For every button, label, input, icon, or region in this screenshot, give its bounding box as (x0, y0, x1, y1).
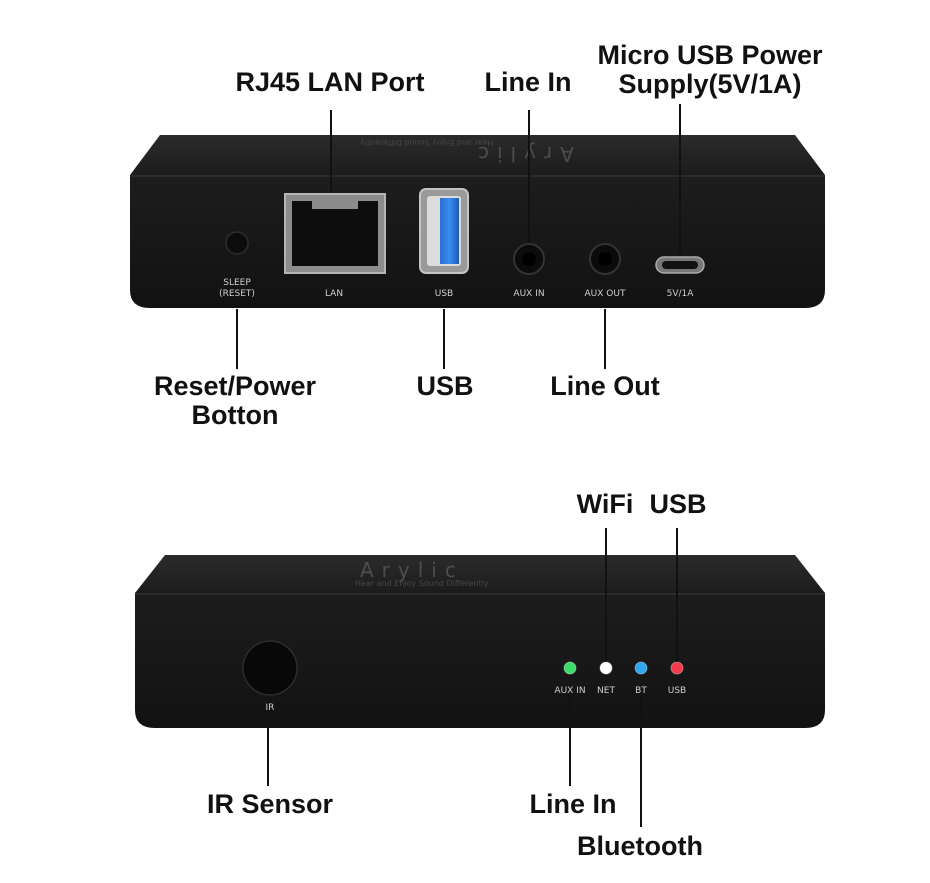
callout-wifi: WiFi (576, 489, 634, 519)
led-usb (670, 661, 684, 675)
callout-line-bluetooth (640, 697, 642, 827)
callout-line-in-top: Line In (484, 67, 572, 97)
reset-label: (RESET) (219, 289, 255, 299)
callout-line-rj45 (330, 110, 332, 192)
callout-line-micro-usb (679, 104, 681, 254)
aux-in-jack (513, 243, 545, 275)
callout-line-usb-top (443, 309, 445, 369)
bottom-brand-tagline: Hear and Enjoy Sound Differently (355, 579, 489, 588)
usb-port-label: USB (434, 289, 454, 299)
usb-port (419, 188, 469, 274)
bottom-brand-logo: Arylic (360, 558, 464, 582)
callout-rj45: RJ45 LAN Port (235, 67, 425, 97)
micro-usb-port (655, 256, 705, 274)
callout-line-ir (267, 714, 269, 786)
callout-line-line-in-bottom (569, 697, 571, 786)
lan-port (284, 193, 386, 274)
callout-line-reset (236, 309, 238, 369)
aux-out-label: AUX OUT (584, 289, 626, 299)
callout-bluetooth: Bluetooth (577, 831, 703, 861)
callout-micro-usb-1: Micro USB Power (597, 40, 823, 70)
top-brand-tagline: Hear and Enjoy Sound Differently (360, 138, 494, 147)
callout-line-wifi (605, 528, 607, 662)
callout-usb-bottom: USB (649, 489, 707, 519)
top-device (130, 135, 825, 308)
callout-line-out: Line Out (550, 371, 660, 401)
power-label: 5V/1A (666, 289, 694, 299)
callout-ir-sensor: IR Sensor (206, 789, 334, 819)
callout-reset-2: Botton (191, 400, 279, 430)
led-net-label: NET (597, 686, 615, 696)
ir-label: IR (265, 703, 275, 713)
bottom-device (135, 555, 825, 728)
bottom-device-top-surface (135, 555, 825, 593)
aux-out-jack (589, 243, 621, 275)
callout-micro-usb-2: Supply(5V/1A) (618, 69, 802, 99)
led-bt-label: BT (635, 686, 647, 696)
aux-in-label: AUX IN (513, 289, 545, 299)
led-aux-in (563, 661, 577, 675)
led-usb-label: USB (667, 686, 687, 696)
led-bt (634, 661, 648, 675)
callout-line-line-in-top (528, 110, 530, 243)
callout-line-line-out (604, 309, 606, 369)
ir-sensor-window (242, 640, 298, 696)
lan-label: LAN (324, 289, 344, 299)
led-net (599, 661, 613, 675)
callout-line-usb-bottom (676, 528, 678, 662)
sleep-label: SLEEP (223, 278, 251, 288)
callout-line-in-bottom: Line In (529, 789, 617, 819)
callout-usb-top: USB (416, 371, 474, 401)
reset-button (225, 231, 249, 255)
bottom-device-front-face (135, 593, 825, 728)
top-device-top-surface (130, 135, 825, 175)
led-aux-in-label: AUX IN (554, 686, 586, 696)
callout-reset-1: Reset/Power (153, 371, 317, 401)
